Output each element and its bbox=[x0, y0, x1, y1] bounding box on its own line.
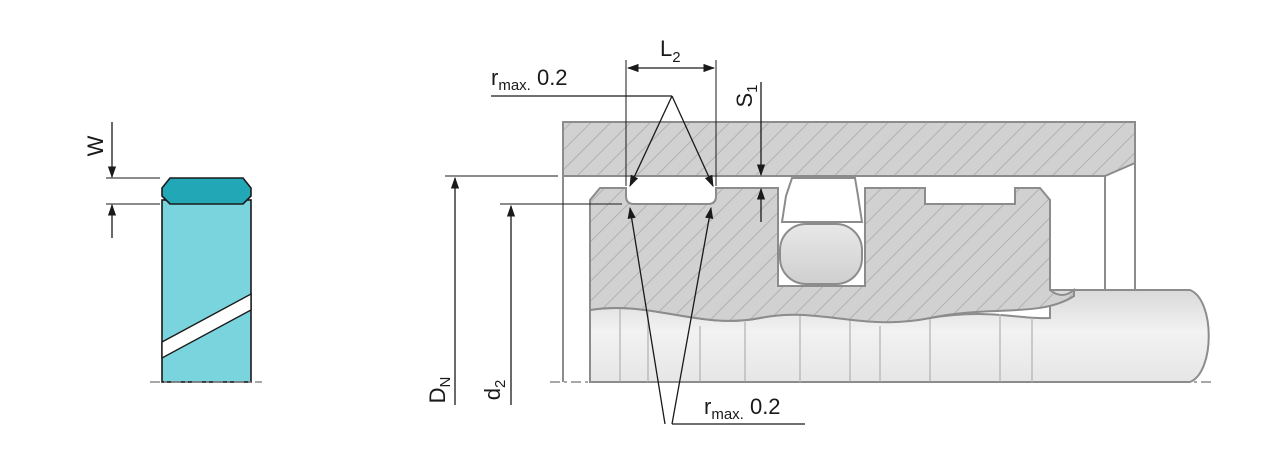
d2-label: d2 bbox=[480, 380, 509, 401]
rod-shading-lines bbox=[619, 306, 1033, 382]
housing-side-lines bbox=[562, 163, 1136, 382]
piston-body bbox=[589, 187, 1075, 324]
dn-label: DN bbox=[425, 377, 454, 404]
rmax-bottom-arrow-right bbox=[671, 206, 714, 425]
rmax-bottom-label: rmax. 0.2 bbox=[704, 394, 781, 423]
ring-body bbox=[161, 199, 252, 383]
rmax-top-label: rmax. 0.2 bbox=[491, 65, 568, 94]
housing bbox=[562, 121, 1136, 177]
seal-o-ring bbox=[779, 223, 863, 285]
w-label: W bbox=[83, 135, 108, 156]
ring-top-profile bbox=[161, 177, 252, 205]
rmax-top-arrow-right bbox=[671, 95, 714, 188]
rmax-bottom-arrow-left bbox=[627, 206, 666, 425]
installation-section: DN d2 L2 S1 rmax. 0.2 rmax. 0.2 bbox=[425, 36, 1215, 425]
l2-label: L2 bbox=[660, 36, 681, 66]
seal-profile-ring bbox=[780, 177, 864, 223]
s1-label: S1 bbox=[732, 84, 761, 107]
ring-split-cut bbox=[161, 292, 252, 360]
wear-ring-section: W bbox=[83, 122, 262, 383]
rmax-top-arrow-left bbox=[629, 95, 673, 188]
